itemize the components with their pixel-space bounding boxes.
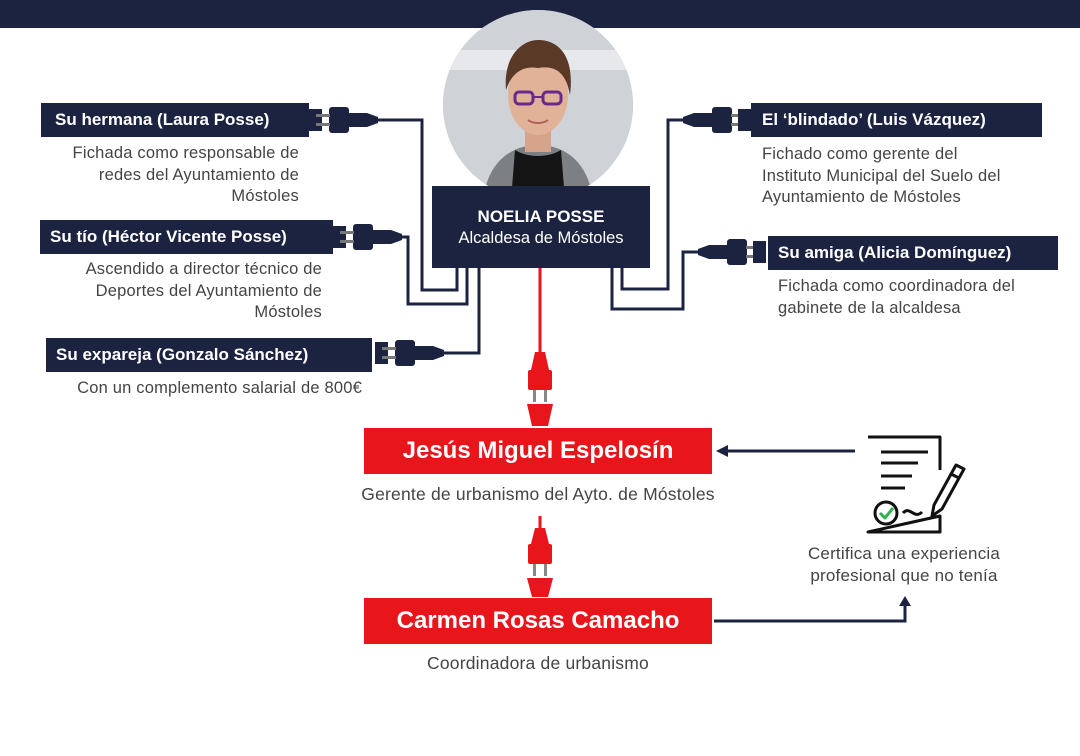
certificate-caption: Certifica una experiencia profesional qu… <box>807 544 1001 585</box>
chain-role-2: Coordinadora de urbanismo <box>427 653 649 673</box>
left-node-label-1: Su hermana (Laura Posse) <box>41 103 309 137</box>
right-node-desc-2: Fichada como coordinadora del gabinete d… <box>778 277 1015 317</box>
right-node-label-1: El ‘blindado’ (Luis Vázquez) <box>751 103 1042 137</box>
plug-left-3 <box>375 340 444 366</box>
left-node-desc-1: Fichada como responsable de redes del Ay… <box>72 144 299 205</box>
left-node-desc-2: Ascendido a director técnico de Deportes… <box>85 260 322 321</box>
plug-left-1 <box>309 107 378 133</box>
plug-right-2 <box>698 239 766 265</box>
left-node-desc-3: Con un complemento salarial de 800€ <box>77 379 362 397</box>
center-person-role: Alcaldesa de Móstoles <box>458 229 624 247</box>
chain-name-2: Carmen Rosas Camacho <box>364 598 712 644</box>
left-node-label-3: Su expareja (Gonzalo Sánchez) <box>46 338 372 372</box>
mayor-portrait <box>443 10 633 200</box>
right-node-desc-1: Fichado como gerente del Instituto Munic… <box>762 145 1001 206</box>
plug-right-1 <box>683 107 751 133</box>
center-person-box: NOELIA POSSE Alcaldesa de Móstoles <box>432 186 650 268</box>
chain-name-1: Jesús Miguel Espelosín <box>364 428 712 474</box>
chain-role-1: Gerente de urbanismo del Ayto. de Móstol… <box>361 484 715 504</box>
plug-left-2 <box>333 224 402 250</box>
red-plug-2 <box>527 516 553 597</box>
portrait-illustration <box>443 10 633 200</box>
red-plug-1 <box>527 268 553 426</box>
right-node-label-2: Su amiga (Alicia Domínguez) <box>768 236 1058 270</box>
certificate-signing-icon <box>866 435 966 534</box>
center-person-name: NOELIA POSSE <box>477 207 605 226</box>
left-node-label-2: Su tío (Héctor Vicente Posse) <box>40 220 333 254</box>
